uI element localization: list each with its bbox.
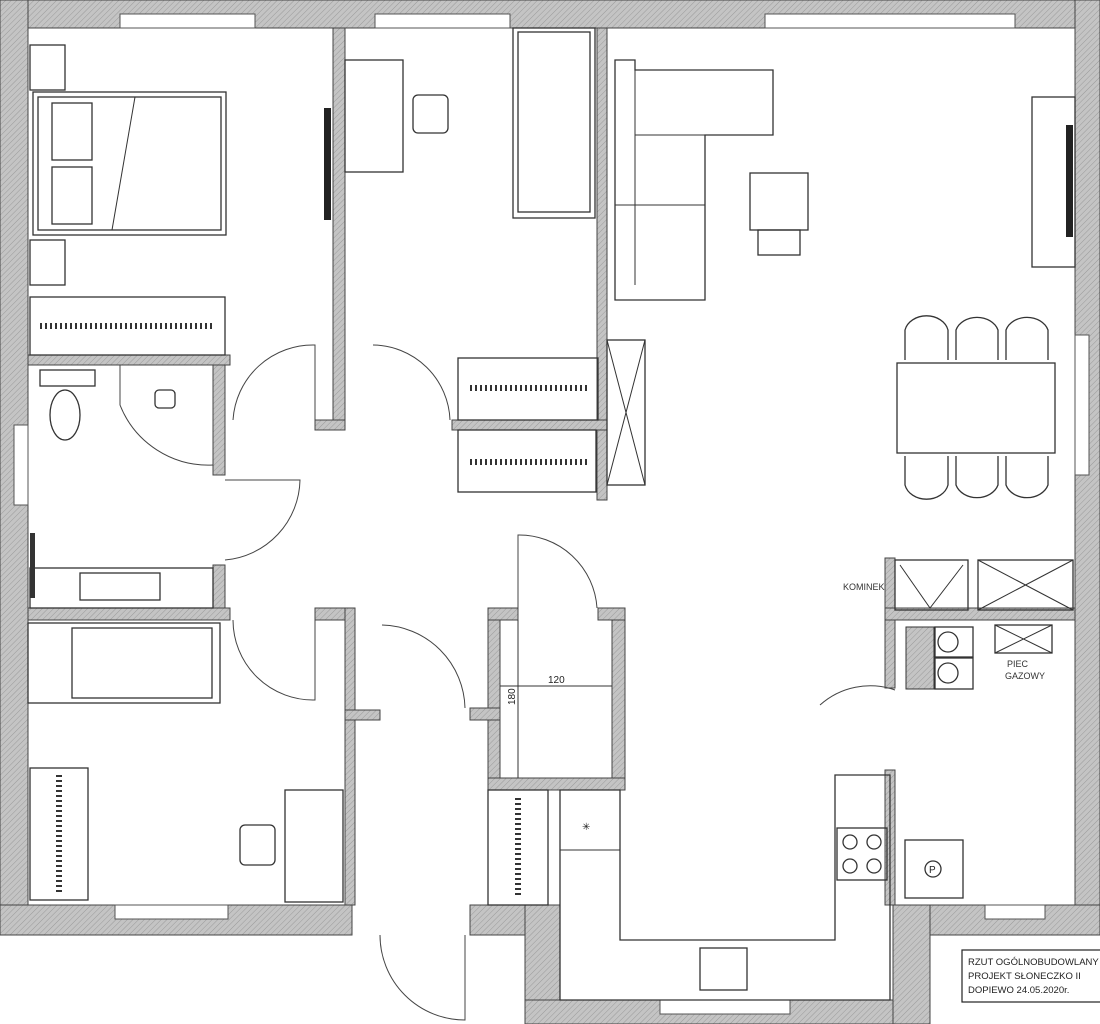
- dryer: [934, 657, 974, 690]
- living-room: KOMINEK: [606, 59, 1076, 611]
- double-bed: [32, 91, 227, 236]
- door-swing: [232, 344, 316, 421]
- wardrobe: [457, 357, 599, 421]
- gas-stove-label: PIEC: [1007, 659, 1029, 669]
- armchair: [749, 172, 809, 231]
- wardrobe: [457, 429, 597, 493]
- desk: [284, 789, 344, 903]
- lower-room: [27, 622, 549, 906]
- desk: [344, 59, 404, 173]
- window: [114, 904, 229, 920]
- gas-stove: [994, 624, 1053, 654]
- corner-sofa: [614, 59, 774, 301]
- storage: [977, 559, 1074, 611]
- door-swing: [232, 619, 316, 701]
- boiler: [904, 839, 964, 899]
- windows: [13, 13, 1090, 1015]
- sink: [699, 947, 748, 991]
- office-chair: [239, 824, 276, 866]
- boiler-symbol: P: [929, 865, 936, 876]
- radiator: [1066, 125, 1073, 237]
- svg-text:✳: ✳: [582, 822, 590, 833]
- dining-chairs: [904, 315, 1049, 500]
- bedroom: [29, 44, 331, 356]
- wardrobe: [29, 296, 226, 356]
- radiator: [324, 108, 331, 220]
- washing-machine: [934, 626, 974, 658]
- title-block: RZUT OGÓLNOBUDOWLANY Z PROJEKT SŁONECZKO…: [961, 949, 1100, 1003]
- toilet: [49, 389, 81, 441]
- door-swing: [372, 344, 451, 421]
- vanity: [29, 567, 214, 609]
- sink: [79, 572, 161, 601]
- office-chair: [412, 94, 449, 134]
- office-room: [344, 27, 599, 493]
- door-swing: [819, 685, 896, 706]
- window: [374, 13, 511, 29]
- bathtub-or-bed: [27, 622, 221, 704]
- window: [984, 904, 1046, 920]
- window: [119, 13, 256, 29]
- title-line-3: DOPIEWO 24.05.2020r.: [968, 985, 1069, 996]
- toilet-tank: [39, 369, 96, 387]
- doors: [224, 344, 896, 1021]
- shelf: [606, 339, 646, 486]
- interior-walls: [27, 27, 1076, 906]
- bathroom: [29, 365, 214, 609]
- wardrobe: [487, 789, 549, 906]
- fireplace-label: KOMINEK: [843, 582, 885, 592]
- nightstand: [29, 239, 66, 286]
- dining-table: [896, 362, 1056, 454]
- washbasin: [154, 389, 176, 409]
- cooktop: [836, 827, 888, 881]
- title-line-1: RZUT OGÓLNOBUDOWLANY Z: [968, 957, 1100, 968]
- door-swing: [379, 934, 466, 1021]
- window: [764, 13, 1016, 29]
- closet-dimensions: 120 180: [500, 620, 612, 778]
- title-line-2: PROJEKT SŁONECZKO II: [968, 971, 1081, 982]
- kitchen: ✳: [559, 774, 891, 1001]
- dimension-width: 120: [548, 675, 565, 686]
- door-swing: [224, 479, 301, 561]
- boiler-room: PIEC GAZOWY P: [904, 624, 1053, 899]
- window: [13, 424, 29, 506]
- pillow: [51, 166, 93, 225]
- door-swing: [381, 624, 466, 709]
- single-bed: [512, 27, 596, 219]
- dimension-length: 180: [507, 688, 518, 705]
- door-swing: [517, 534, 598, 609]
- gas-stove-label: GAZOWY: [1005, 671, 1045, 681]
- pillow: [51, 102, 93, 161]
- tv-cabinet: [1031, 96, 1076, 268]
- nightstand: [29, 44, 66, 91]
- hatched-block: [905, 626, 935, 690]
- kitchen-counter: [559, 774, 891, 1001]
- window: [1074, 334, 1090, 476]
- window: [659, 999, 791, 1015]
- wardrobe: [29, 767, 89, 901]
- fireplace: [894, 559, 969, 611]
